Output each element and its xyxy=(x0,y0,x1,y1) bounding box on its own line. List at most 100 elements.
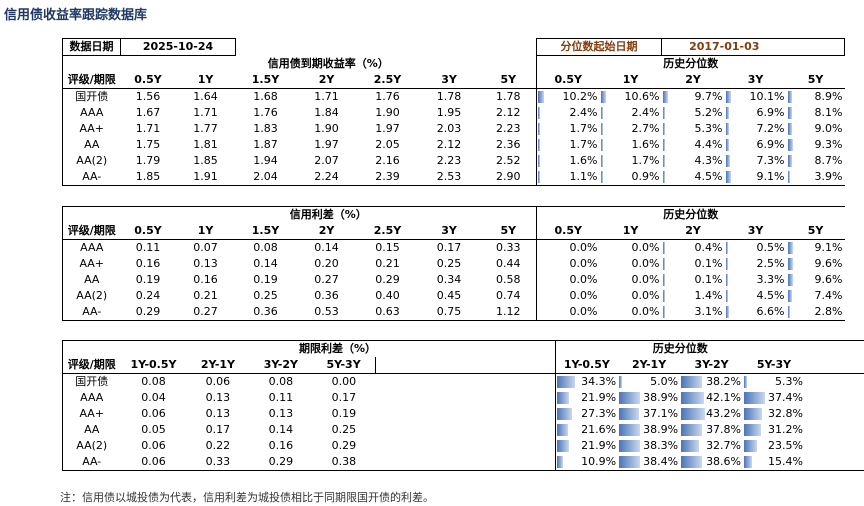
percentile-value: 0.5% xyxy=(756,241,785,254)
percentile-cell: 9.6% xyxy=(787,272,845,288)
spacer xyxy=(805,390,864,406)
percentile-column-header: 5Y xyxy=(786,72,845,89)
percentile-cell: 38.2% xyxy=(680,374,743,391)
percentile-value: 6.6% xyxy=(756,305,785,318)
spacer xyxy=(805,406,864,422)
percentile-bar xyxy=(538,155,540,167)
percentile-value: 2.7% xyxy=(631,122,660,135)
value-cell: 2.36 xyxy=(480,137,537,153)
percentile-cell: 38.3% xyxy=(618,438,680,454)
value-cell: 0.16 xyxy=(135,257,161,270)
percentile-cell: 5.3% xyxy=(662,121,725,137)
value-cell: 0.25 xyxy=(331,423,357,436)
column-header: 3Y xyxy=(417,223,481,240)
value-cell: 1.71 xyxy=(135,122,161,135)
percentile-cell: 38.4% xyxy=(618,454,681,471)
value-cell: 2.12 xyxy=(480,105,537,121)
percentile-bar xyxy=(787,258,793,270)
value-cell: 0.14 xyxy=(314,241,339,254)
percentile-bar xyxy=(744,408,763,420)
value-cell: 1.71 xyxy=(314,90,339,103)
percentile-cell: 8.7% xyxy=(787,153,845,169)
percentile-value: 9.6% xyxy=(814,273,843,286)
rating-label: AAA xyxy=(62,105,121,121)
percentile-value: 37.1% xyxy=(643,407,679,420)
percentile-value: 0.0% xyxy=(569,289,598,302)
percentile-value: 9.1% xyxy=(756,170,785,183)
value-cell: 0.17 xyxy=(331,391,357,404)
percentile-cell: 7.3% xyxy=(725,153,787,169)
percentile-cell: 9.6% xyxy=(787,256,845,272)
value-cell: 0.06 xyxy=(141,439,166,452)
percentile-value: 9.6% xyxy=(814,257,843,270)
percentile-cell: 0.4% xyxy=(662,240,725,257)
percentile-bar xyxy=(619,424,641,436)
value-cell: 0.29 xyxy=(375,273,400,286)
rating-label: AA- xyxy=(62,454,121,471)
column-header: 5Y-3Y xyxy=(312,357,376,374)
percentile-bar xyxy=(787,155,793,167)
value-cell: 0.16 xyxy=(268,439,294,452)
spacer xyxy=(805,422,864,438)
percentile-value: 0.0% xyxy=(631,289,660,302)
value-cell: 0.17 xyxy=(205,423,231,436)
percentile-cell: 0.1% xyxy=(662,256,725,272)
percentile-bar xyxy=(787,139,793,151)
percentile-bar xyxy=(619,376,622,388)
percentile-bar xyxy=(556,408,572,420)
percentile-cell: 15.4% xyxy=(743,454,805,471)
value-cell: 1.12 xyxy=(480,304,537,321)
value-cell: 0.13 xyxy=(193,257,218,270)
percentile-bar xyxy=(662,91,668,103)
percentile-cell: 9.1% xyxy=(724,169,787,186)
column-header: 2Y xyxy=(295,223,358,240)
spacer xyxy=(375,422,556,438)
percentile-cell: 7.2% xyxy=(725,121,787,137)
percentile-bar xyxy=(725,258,728,270)
percentile-value: 4.4% xyxy=(694,138,723,151)
date-value: 2025-10-24 xyxy=(120,38,236,56)
percentile-value: 1.6% xyxy=(631,138,660,151)
percentile-column-header: 3Y-2Y xyxy=(680,357,744,374)
percentile-cell: 21.9% xyxy=(555,390,618,406)
percentile-value: 15.4% xyxy=(768,455,803,468)
percentile-value: 42.1% xyxy=(706,391,742,404)
percentile-cell: 2.8% xyxy=(786,304,845,321)
percentile-bar xyxy=(744,440,757,452)
rating-label: 国开债 xyxy=(62,373,121,390)
percentile-value: 38.2% xyxy=(706,375,742,388)
percentile-bar xyxy=(744,424,762,436)
column-header: 1Y xyxy=(175,72,236,89)
value-cell: 0.40 xyxy=(375,289,400,302)
percentile-bar xyxy=(725,242,728,254)
percentile-cell: 7.4% xyxy=(787,288,845,304)
percentile-cell: 9.1% xyxy=(787,240,845,257)
percentile-value: 0.0% xyxy=(631,305,660,318)
value-cell: 0.34 xyxy=(436,273,462,286)
value-cell: 1.91 xyxy=(175,169,236,186)
yield-table: 数据日期 2025-10-24 分位数起始日期 2017-01-03 信用债到期… xyxy=(62,38,845,186)
percentile-value: 1.7% xyxy=(569,122,598,135)
percentile-value: 38.9% xyxy=(643,423,679,436)
value-cell: 1.81 xyxy=(193,138,218,151)
percentile-value: 38.9% xyxy=(643,391,679,404)
value-cell: 0.14 xyxy=(268,423,294,436)
percentile-cell: 0.0% xyxy=(600,256,662,272)
value-cell: 2.16 xyxy=(375,154,400,167)
value-cell: 0.08 xyxy=(141,375,166,388)
percentile-bar xyxy=(744,392,765,404)
percentile-value: 0.1% xyxy=(694,273,723,286)
percentile-value: 34.3% xyxy=(581,375,617,388)
value-cell: 0.11 xyxy=(135,241,161,254)
value-cell: 0.19 xyxy=(135,273,161,286)
percentile-cell: 6.6% xyxy=(724,304,787,321)
start-date-label: 分位数起始日期 xyxy=(536,38,662,56)
